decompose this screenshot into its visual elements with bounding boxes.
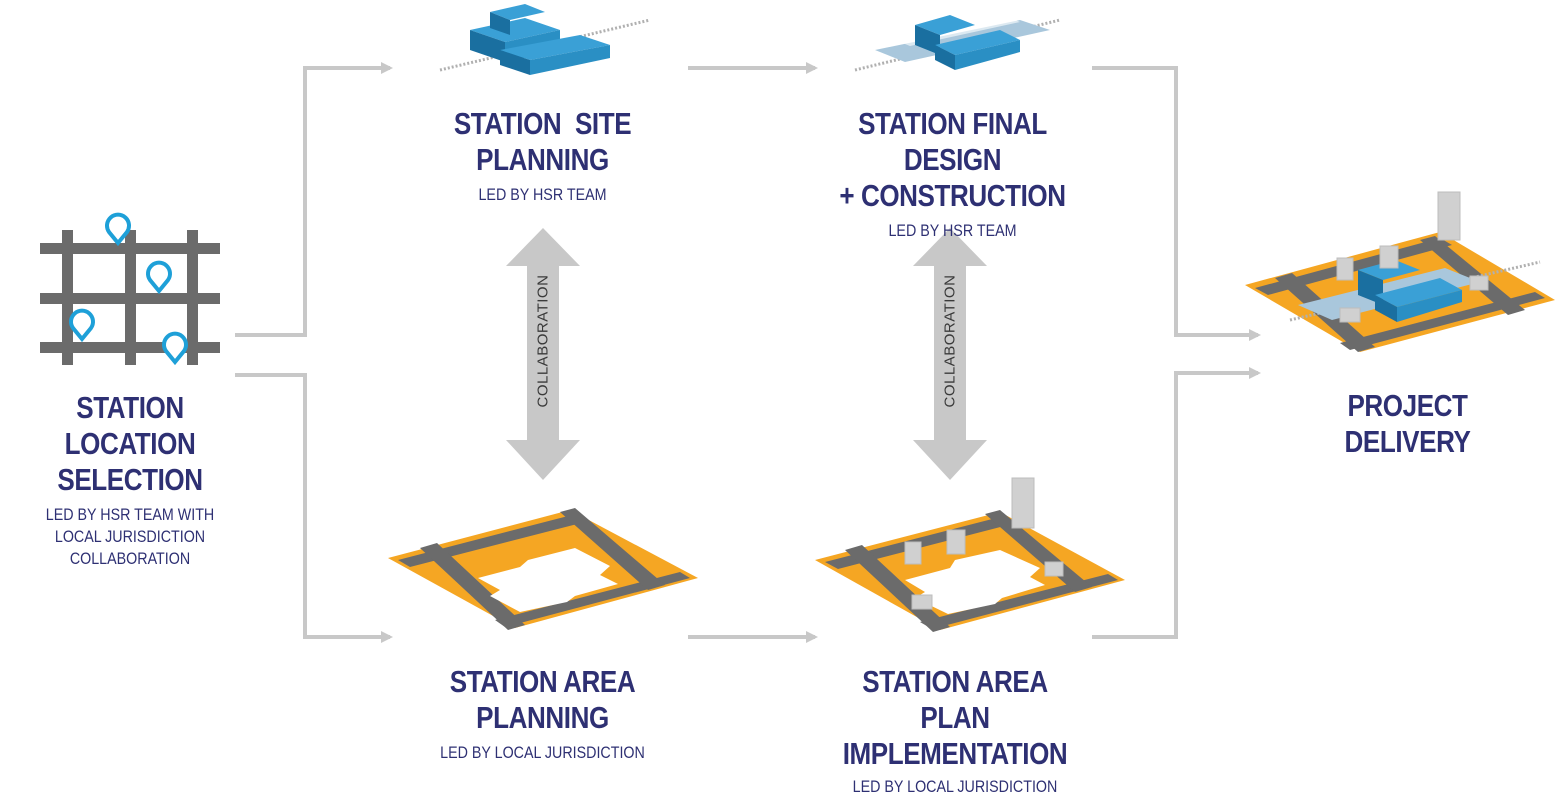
stage-title: STATION FINAL DESIGN — [858, 106, 1047, 177]
arrow-location-to-area — [235, 373, 393, 643]
arrow-location-to-site — [235, 62, 393, 337]
block-plan-icon — [388, 508, 698, 630]
stage-lead: LED BY HSR TEAM — [478, 185, 607, 204]
stage-project-delivery: PROJECT DELIVERY — [1260, 388, 1555, 460]
stage-lead: LED BY LOCAL JURISDICTION — [852, 777, 1058, 796]
stage-title: STATION SITE — [453, 106, 632, 141]
station-building-icon — [439, 4, 651, 75]
stage-title: STATION AREA — [862, 664, 1048, 699]
stage-final-design: STATION FINAL DESIGN + CONSTRUCTION LED … — [780, 106, 1125, 242]
stage-title: STATION LOCATION — [64, 390, 196, 461]
stage-lead: LED BY LOCAL JURISDICTION — [440, 743, 645, 762]
flow-arrows — [235, 62, 1261, 643]
stage-location-selection: STATION LOCATION SELECTION LED BY HSR TE… — [0, 390, 260, 570]
stage-lead: COLLABORATION — [69, 549, 191, 568]
stage-title: PROJECT DELIVERY — [1344, 388, 1471, 459]
stage-area-planning: STATION AREA PLANNING LED BY LOCAL JURIS… — [385, 664, 700, 764]
stage-lead: LED BY HSR TEAM WITH — [45, 505, 215, 524]
stage-title: PLAN — [920, 700, 990, 735]
stage-lead: LOCAL JURISDICTION — [54, 527, 206, 546]
arrow-final-to-delivery — [1092, 66, 1261, 341]
collaboration-arrow-left — [506, 228, 580, 480]
stage-title: PLANNING — [476, 142, 609, 177]
collaboration-label-left: COLLABORATION — [534, 274, 552, 408]
stage-title: PLANNING — [476, 700, 609, 735]
station-platform-icon — [854, 15, 1061, 72]
stage-lead: LED BY HSR TEAM — [888, 221, 1017, 240]
stage-title: SELECTION — [57, 462, 203, 497]
street-grid-icon — [40, 230, 220, 365]
stage-title: + CONSTRUCTION — [839, 178, 1066, 213]
stage-site-planning: STATION SITE PLANNING LED BY HSR TEAM — [400, 106, 685, 206]
project-delivery-icon — [1245, 191, 1555, 352]
stage-title: STATION AREA — [449, 664, 636, 699]
collaboration-label-right: COLLABORATION — [941, 274, 959, 408]
stage-title: IMPLEMENTATION — [842, 736, 1068, 771]
arrow-impl-to-delivery — [1092, 367, 1261, 639]
collaboration-arrow-right — [913, 228, 987, 480]
stage-plan-implementation: STATION AREA PLAN IMPLEMENTATION LED BY … — [800, 664, 1110, 798]
location-pin-icon — [69, 212, 188, 366]
city-block-icon — [815, 477, 1125, 632]
